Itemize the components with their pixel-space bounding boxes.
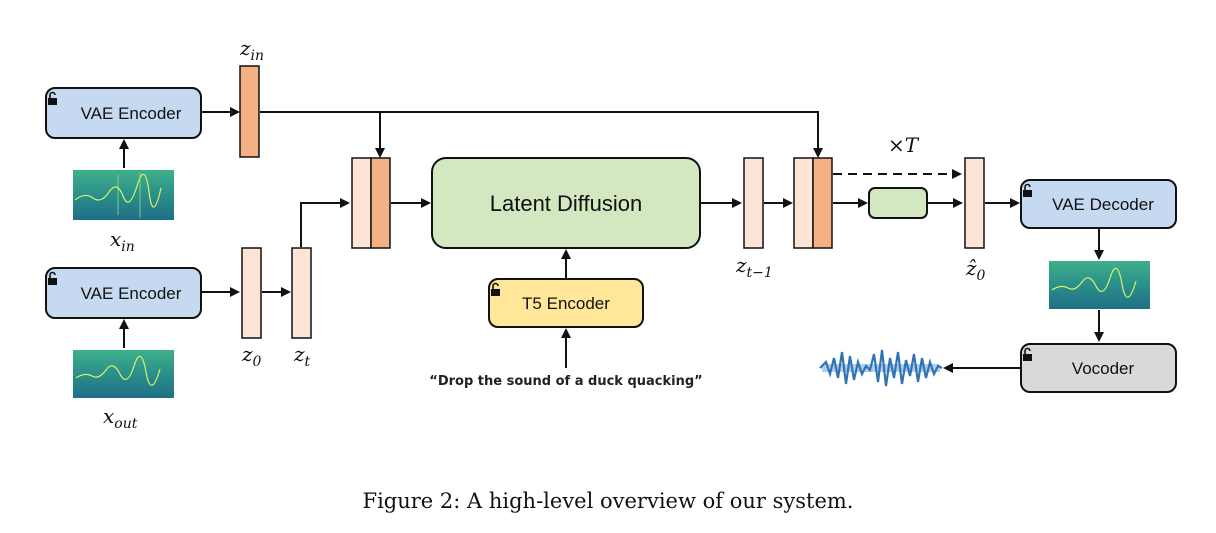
vae-decoder-box <box>1020 179 1177 229</box>
figure-caption: Figure 2: A high-level overview of our s… <box>363 489 854 513</box>
vae-encoder-input-label: VAE Encoder <box>81 104 182 123</box>
concat-latent-input <box>351 157 391 249</box>
z-0-latent <box>241 247 262 339</box>
x-in-label: xin <box>110 227 135 255</box>
vae-encoder-input-box <box>45 87 202 139</box>
z-in-latent <box>239 65 260 158</box>
vae-encoder-output-box <box>45 267 202 319</box>
z-in-label: zin <box>239 36 264 64</box>
vocoder-label: Vocoder <box>1072 359 1135 378</box>
vae-encoder-output-block: VAE Encoder <box>45 267 202 319</box>
vae-decoder-block: VAE Decoder <box>1020 179 1177 229</box>
lock-icon <box>1023 183 1032 197</box>
t5-encoder-label: T5 Encoder <box>522 294 610 313</box>
waveform-output-image <box>819 349 943 387</box>
vae-encoder-input-block: VAE Encoder <box>45 87 202 139</box>
latent-diffusion-box <box>431 157 701 249</box>
x-out-label: xout <box>103 404 138 432</box>
spectrogram-decoded-image <box>1049 261 1150 309</box>
zin-line-to-second-concat <box>260 111 823 158</box>
t5-encoder-box <box>488 278 644 328</box>
concat-latent-loop <box>793 157 833 249</box>
vocoder-block: Vocoder <box>1020 343 1177 393</box>
vocoder-box <box>1020 343 1177 393</box>
lock-icon <box>1023 347 1032 361</box>
arrow-zt-to-first-concat <box>300 198 350 247</box>
z-t-minus-1-latent <box>743 157 764 249</box>
vae-decoder-label: VAE Decoder <box>1052 195 1154 214</box>
z-hat-0-latent <box>964 157 985 249</box>
z-hat-0-label: ẑ0 <box>965 256 986 284</box>
lock-icon <box>48 91 57 105</box>
z-0-label: z0 <box>241 342 262 370</box>
z-t-latent <box>291 247 312 339</box>
spectrogram-input-image <box>73 170 174 220</box>
prompt-text: “Drop the sound of a duck quacking” <box>429 374 702 389</box>
times-t-label: ×T <box>888 133 920 157</box>
lock-icon <box>48 271 57 285</box>
lock-icon <box>491 282 500 296</box>
vae-encoder-output-label: VAE Encoder <box>81 284 182 303</box>
z-t-minus-1-label: zt−1 <box>735 253 773 281</box>
t5-encoder-block: T5 Encoder <box>488 278 644 328</box>
spectrogram-output-image <box>73 350 174 398</box>
z-t-label: zt <box>293 342 311 370</box>
diffusion-step-box <box>868 187 928 219</box>
latent-diffusion-label: Latent Diffusion <box>490 191 642 216</box>
